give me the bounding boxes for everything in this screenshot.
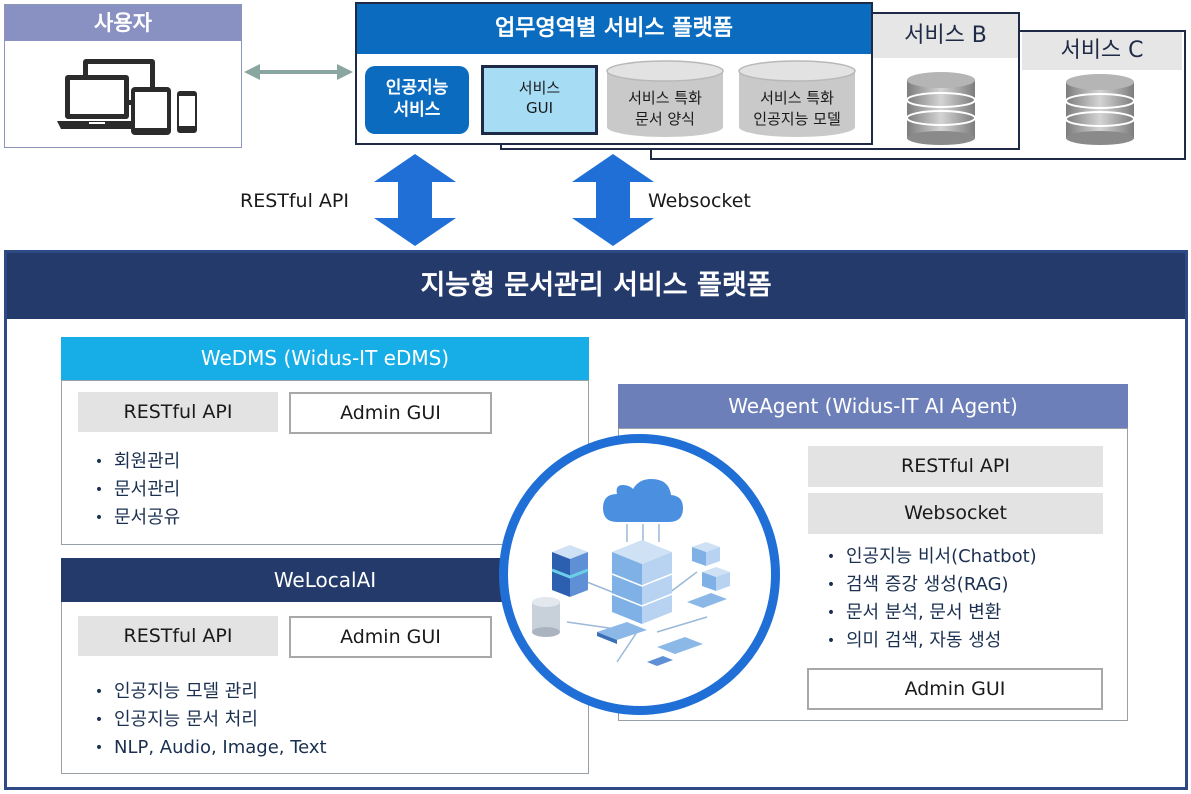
list-item: 문서 분석, 문서 변환	[816, 599, 1116, 627]
ai-service-box: 인공지능 서비스	[365, 66, 469, 134]
platform-title: 지능형 문서관리 서비스 플랫폼	[7, 253, 1185, 319]
wedms-feature-list: 회원관리 문서관리 문서공유	[84, 448, 384, 532]
list-item: 의미 검색, 자동 생성	[816, 627, 1116, 655]
cloud-server-icon	[499, 434, 780, 715]
wedms-admin-gui: Admin GUI	[289, 392, 492, 434]
doc-format-label: 서비스 특화 문서 양식	[628, 89, 702, 128]
user-title: 사용자	[5, 5, 241, 41]
list-item: 인공지능 문서 처리	[84, 706, 444, 734]
bidirectional-arrow-icon	[244, 64, 353, 80]
list-item: 문서관리	[84, 476, 384, 504]
restful-api-label: RESTful API	[240, 190, 349, 212]
list-item: NLP, Audio, Image, Text	[84, 734, 444, 762]
service-c-label: 서비스 C	[1022, 32, 1182, 70]
restful-arrow-icon	[374, 154, 456, 246]
websocket-arrow-icon	[572, 154, 654, 246]
ai-model-cylinder	[738, 60, 856, 137]
database-icon	[1065, 74, 1135, 145]
websocket-label: Websocket	[648, 190, 751, 212]
wedms-restful-api: RESTful API	[78, 392, 278, 432]
database-icon	[906, 72, 976, 145]
work-area-platform-title: 업무영역별 서비스 플랫폼	[357, 4, 871, 54]
welocalai-feature-list: 인공지능 모델 관리 인공지능 문서 처리 NLP, Audio, Image,…	[84, 678, 444, 762]
list-item: 문서공유	[84, 504, 384, 532]
list-item: 회원관리	[84, 448, 384, 476]
user-box: 사용자	[4, 4, 242, 148]
wedms-title: WeDMS (Widus-IT eDMS)	[61, 337, 589, 380]
weagent-feature-list: 인공지능 비서(Chatbot) 검색 증강 생성(RAG) 문서 분석, 문서…	[816, 543, 1116, 655]
devices-icon	[57, 59, 197, 135]
list-item: 검색 증강 생성(RAG)	[816, 571, 1116, 599]
list-item: 인공지능 비서(Chatbot)	[816, 543, 1116, 571]
service-gui-box: 서비스 GUI	[481, 65, 598, 135]
weagent-title: WeAgent (Widus-IT AI Agent)	[618, 384, 1128, 428]
weagent-restful-api: RESTful API	[808, 446, 1103, 487]
work-area-service-platform: 업무영역별 서비스 플랫폼 인공지능 서비스 서비스 GUI 서비스 특화 문서…	[355, 2, 873, 145]
weagent-admin-gui: Admin GUI	[807, 668, 1103, 710]
list-item: 인공지능 모델 관리	[84, 678, 444, 706]
welocalai-admin-gui: Admin GUI	[289, 616, 492, 658]
welocalai-restful-api: RESTful API	[78, 616, 278, 656]
service-b-label: 서비스 B	[873, 14, 1018, 58]
doc-format-cylinder	[606, 60, 724, 137]
ai-model-label: 서비스 특화 인공지능 모델	[753, 89, 841, 128]
weagent-websocket: Websocket	[808, 493, 1103, 534]
